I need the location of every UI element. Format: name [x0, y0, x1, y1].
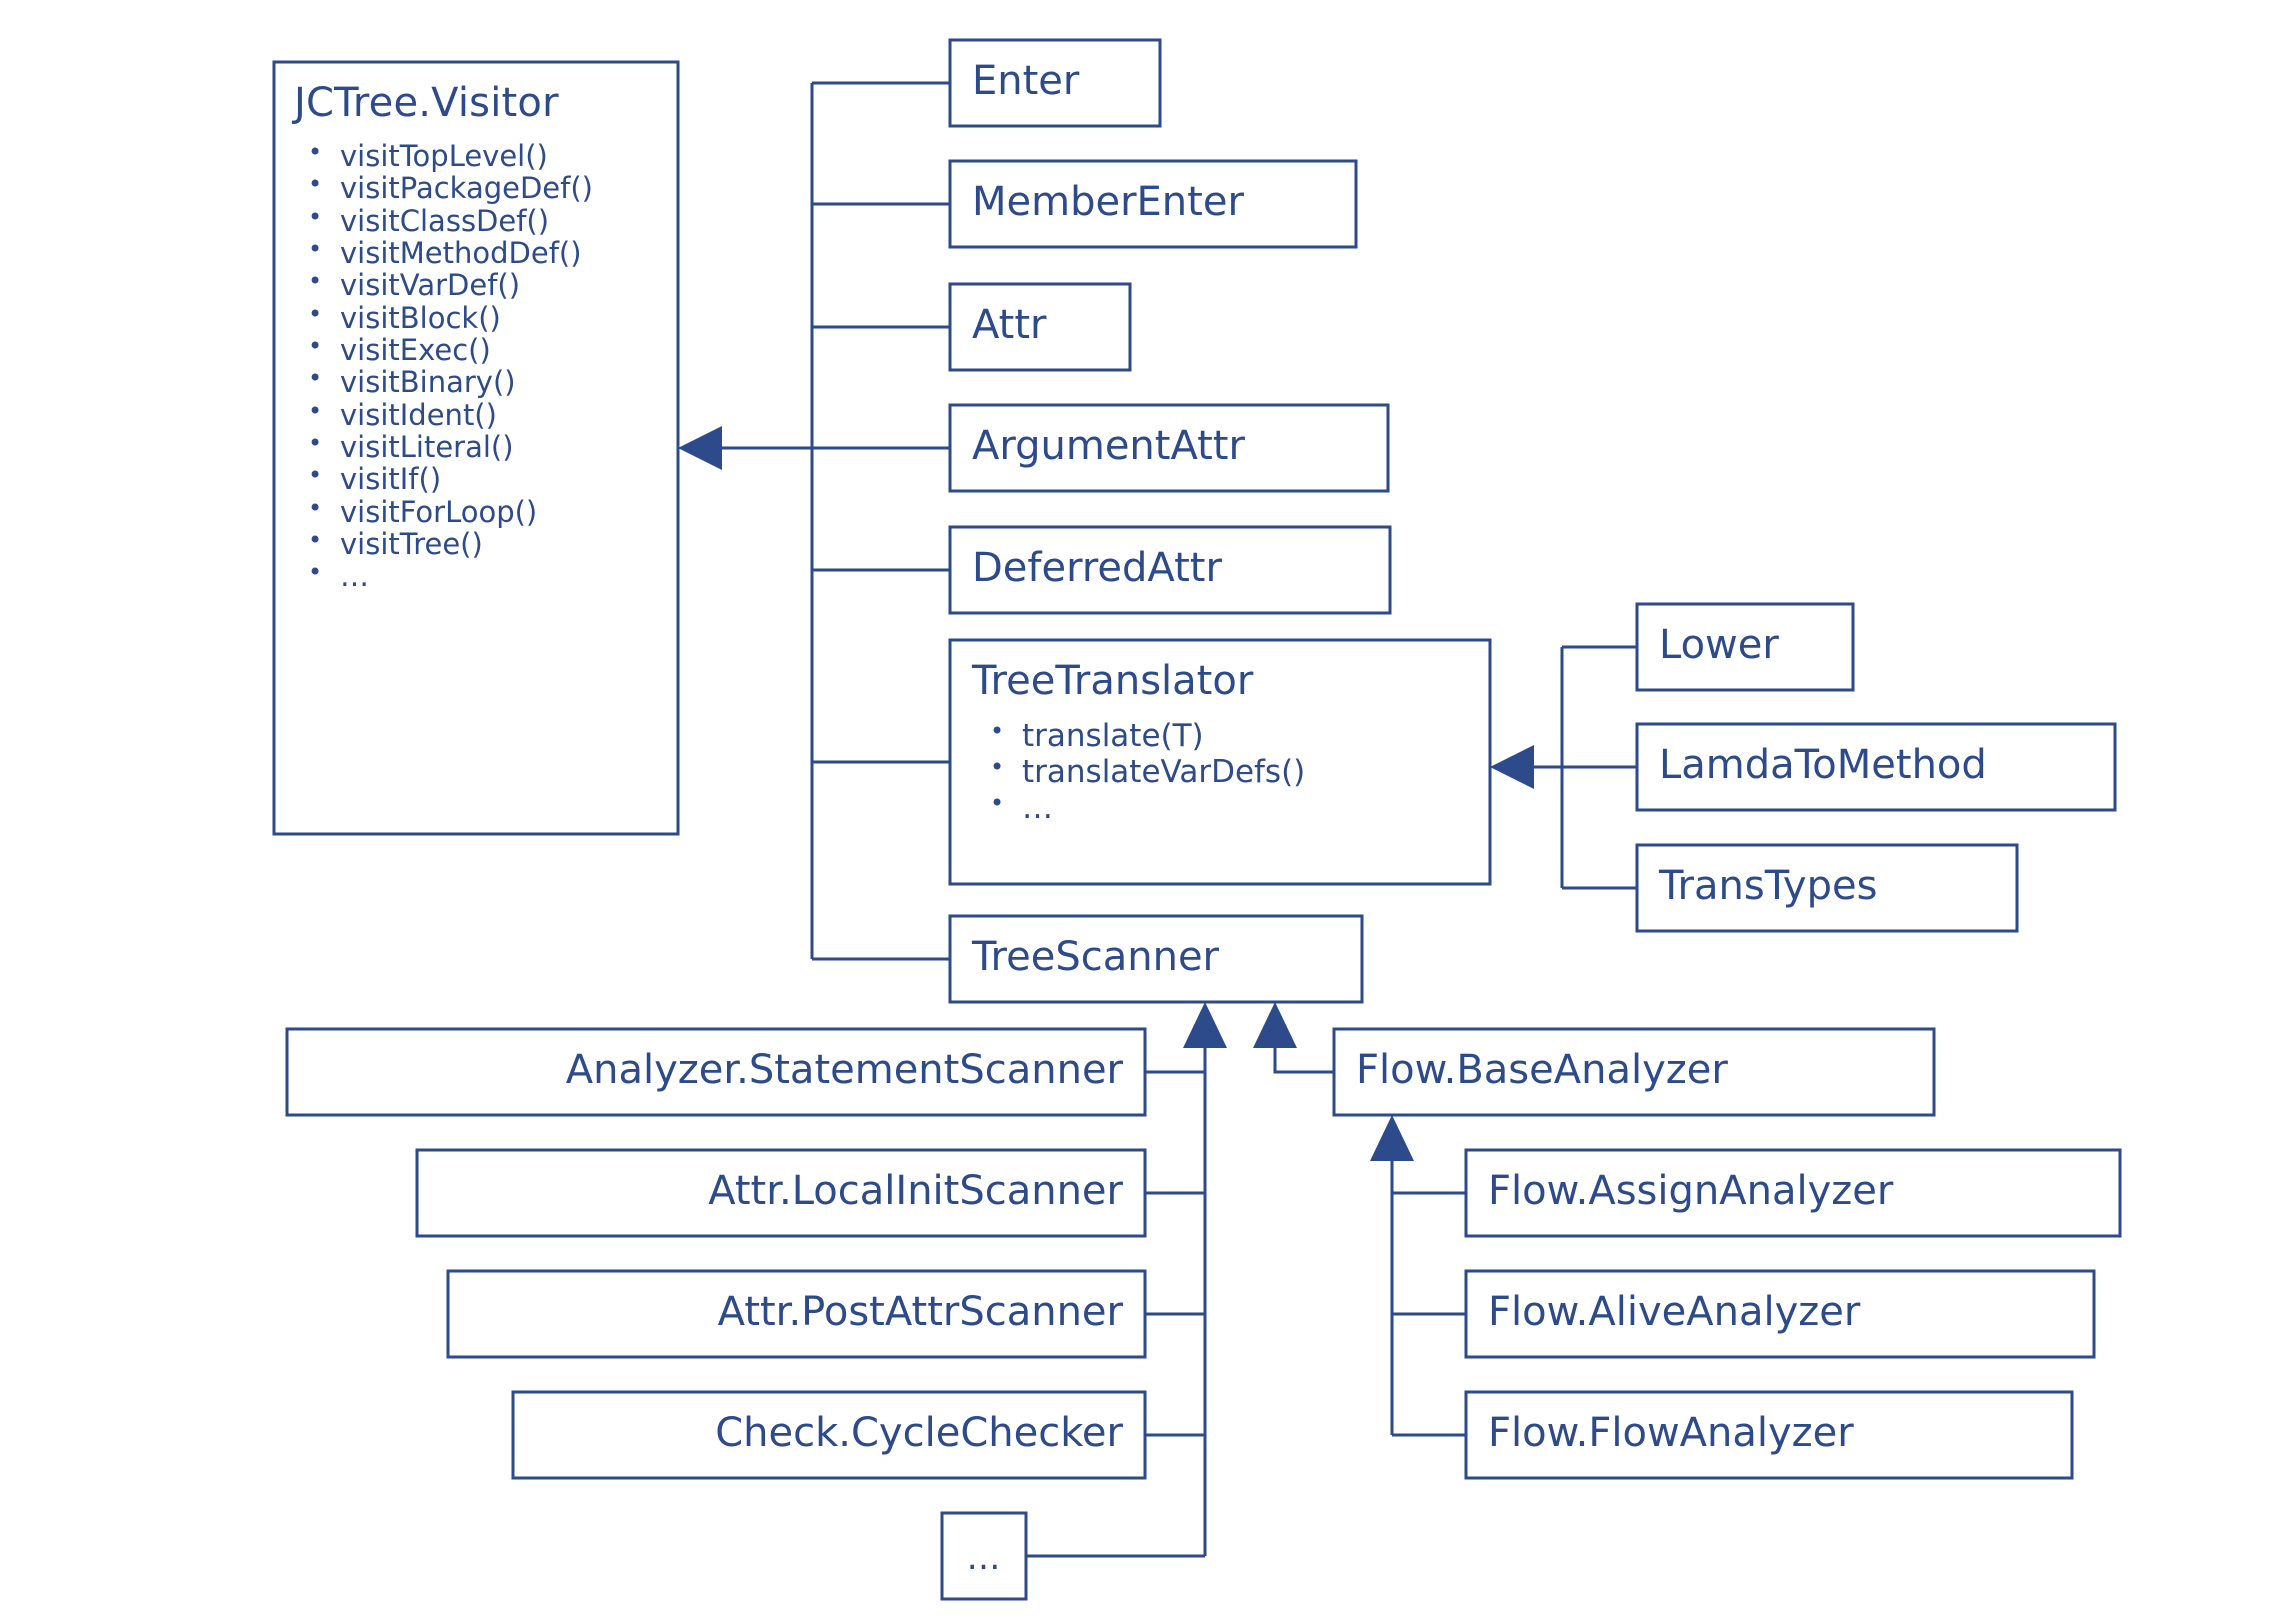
member-item: visitTopLevel(): [294, 139, 674, 172]
member-item: visitIdent(): [294, 398, 674, 431]
member-item: visitIf(): [294, 462, 674, 495]
box-analyzer-statementscanner[interactable]: [285, 1027, 1147, 1117]
arrowhead-to-treetranslator: [1490, 745, 1534, 789]
arrowhead-to-flow-baseanalyzer: [1370, 1115, 1414, 1161]
treetranslator-member-list: translate(T) translateVarDefs() …: [972, 718, 1472, 827]
box-flow-assignanalyzer[interactable]: [1464, 1148, 2122, 1238]
box-transtypes[interactable]: [1635, 843, 2019, 933]
box-attr[interactable]: [948, 282, 1132, 372]
box-scanner-ellipsis[interactable]: [940, 1511, 1028, 1601]
member-item: visitTree(): [294, 527, 674, 560]
member-item: visitForLoop(): [294, 495, 674, 528]
box-check-cyclechecker[interactable]: [511, 1390, 1147, 1480]
member-item: …: [294, 559, 674, 592]
box-lower[interactable]: [1635, 602, 1855, 692]
box-flow-baseanalyzer[interactable]: [1332, 1027, 1936, 1117]
box-deferredattr[interactable]: [948, 525, 1392, 615]
box-argumentattr[interactable]: [948, 403, 1390, 493]
member-item: visitExec(): [294, 333, 674, 366]
box-lamdatomethod[interactable]: [1635, 722, 2117, 812]
arrowhead-to-treescanner-left: [1183, 1002, 1227, 1048]
member-item: …: [972, 790, 1472, 827]
jctree-visitor-member-list: visitTopLevel() visitPackageDef() visitC…: [294, 139, 674, 593]
box-attr-postattrscanner[interactable]: [446, 1269, 1147, 1359]
member-item: visitBinary(): [294, 365, 674, 398]
member-item: translateVarDefs(): [972, 754, 1472, 791]
box-enter[interactable]: [948, 38, 1162, 128]
member-item: visitVarDef(): [294, 268, 674, 301]
member-item: translate(T): [972, 718, 1472, 755]
box-treescanner[interactable]: [948, 914, 1364, 1004]
member-item: visitMethodDef(): [294, 236, 674, 269]
box-memberenter[interactable]: [948, 159, 1358, 249]
box-flow-aliveanalyzer[interactable]: [1464, 1269, 2096, 1359]
connector-baseanalyzer-to-treescanner: [1273, 1040, 1334, 1074]
arrowhead-to-treescanner-right: [1253, 1002, 1297, 1048]
arrowhead-to-jctree-visitor: [678, 426, 722, 470]
member-item: visitPackageDef(): [294, 171, 674, 204]
member-item: visitLiteral(): [294, 430, 674, 463]
member-item: visitBlock(): [294, 301, 674, 334]
member-item: visitClassDef(): [294, 204, 674, 237]
box-attr-localinitscanner[interactable]: [415, 1148, 1147, 1238]
box-flow-flowanalyzer[interactable]: [1464, 1390, 2074, 1480]
